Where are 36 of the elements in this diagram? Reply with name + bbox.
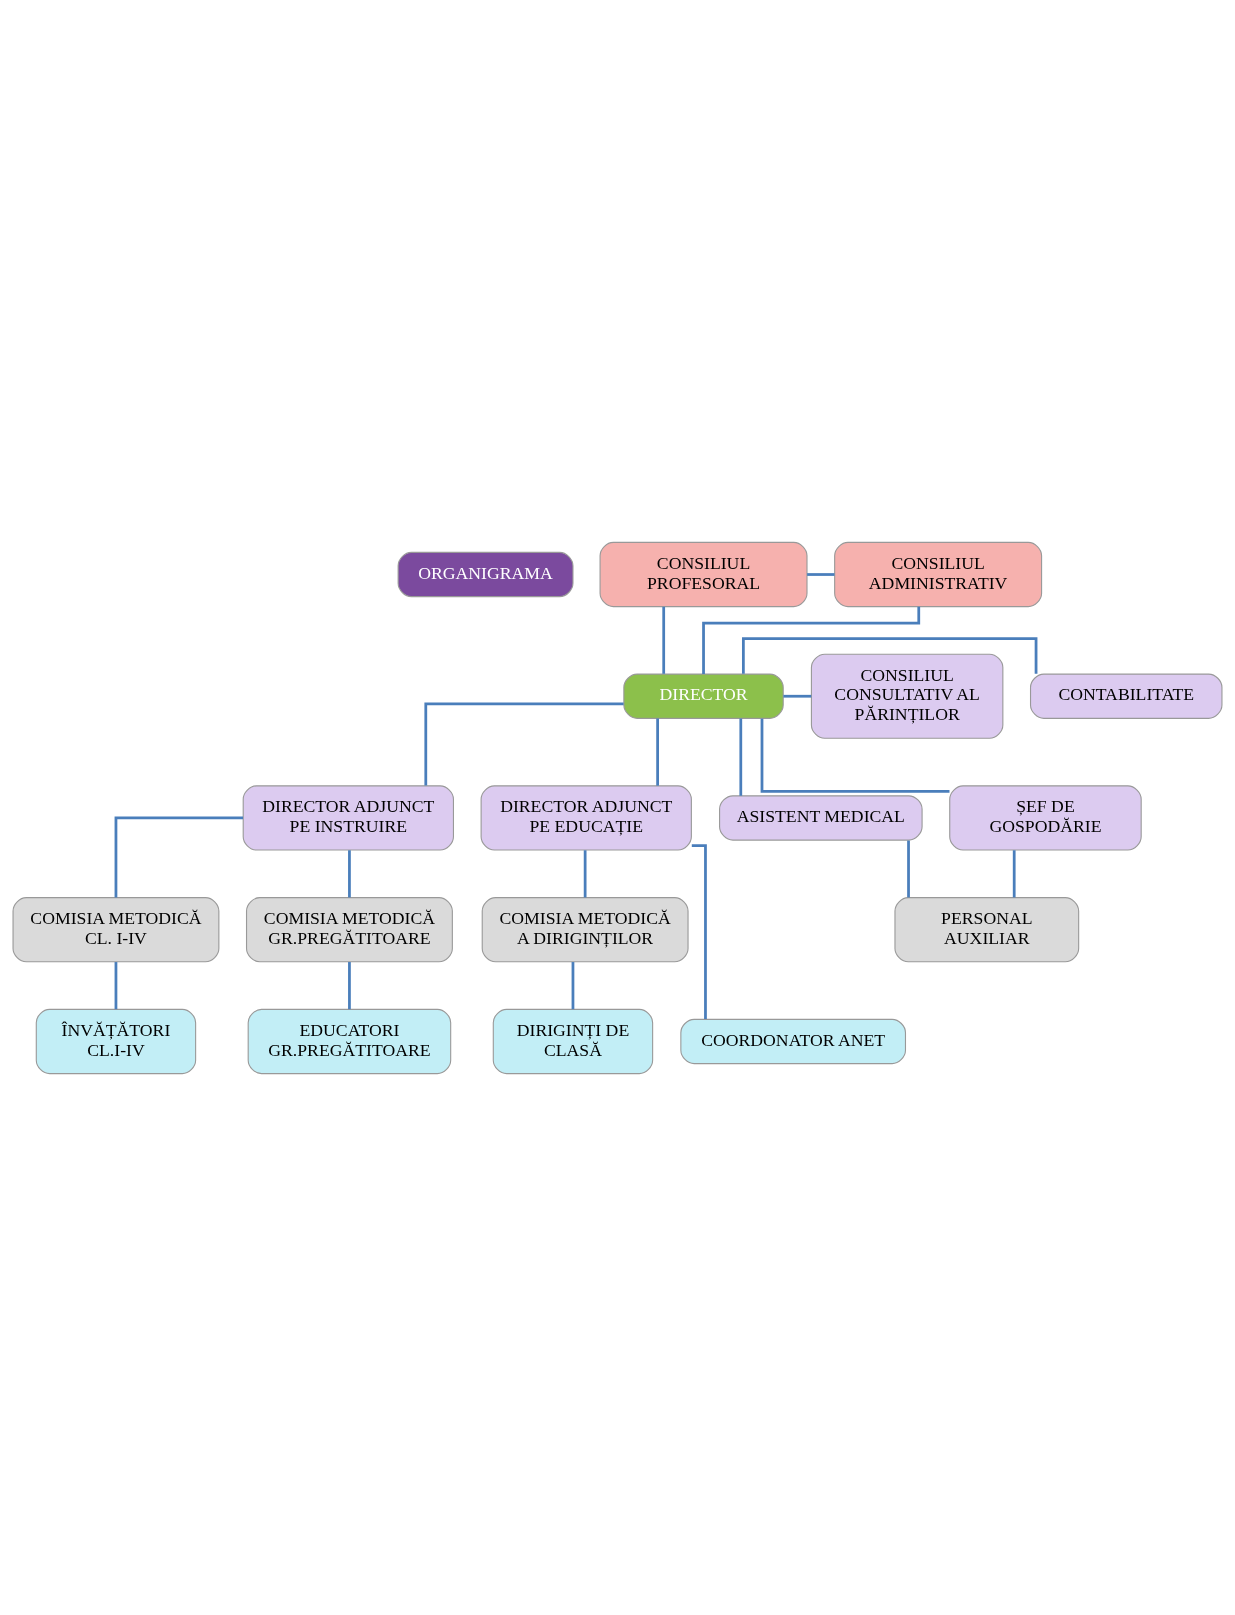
node-box: DIRIGINȚI DE CLASĂ xyxy=(492,1008,654,1074)
node-box: COMISIA METODICĂ CL. I-IV xyxy=(12,896,220,962)
node-box: COORDONATOR ANET xyxy=(680,1018,907,1064)
node-box: ȘEF DE GOSPODĂRIE xyxy=(949,784,1142,851)
node-box: ÎNVĂȚĂTORI CL.I-IV xyxy=(35,1008,197,1074)
node-box: CONSILIUL CONSULTATIV AL PĂRINȚILOR xyxy=(810,653,1004,739)
connector xyxy=(907,840,910,897)
node-box: EDUCATORI GR.PREGĂTITOARE xyxy=(247,1008,452,1074)
connector xyxy=(583,849,587,897)
connector xyxy=(702,606,921,674)
connector xyxy=(662,606,666,674)
connector xyxy=(656,718,659,786)
connector xyxy=(807,572,835,576)
connector xyxy=(742,636,1038,674)
node-box: COMISIA METODICĂ GR.PREGĂTITOARE xyxy=(245,896,453,962)
connector xyxy=(739,718,743,796)
connector xyxy=(114,816,243,897)
connector xyxy=(1012,849,1016,897)
connector xyxy=(691,843,707,1019)
connector xyxy=(348,961,351,1009)
node-box: CONTABILITATE xyxy=(1029,673,1223,719)
node-box: CONSILIUL ADMINISTRATIV xyxy=(834,541,1043,607)
node-box: PERSONAL AUXILIAR xyxy=(894,896,1080,962)
node-box: ASISTENT MEDICAL xyxy=(719,794,923,841)
node-box: ORGANIGRAMA xyxy=(397,551,574,597)
connector xyxy=(348,849,351,897)
connector xyxy=(424,702,624,786)
connector xyxy=(571,961,575,1009)
node-box: DIRECTOR xyxy=(623,673,784,719)
node-box: CONSILIUL PROFESORAL xyxy=(599,541,808,607)
connector xyxy=(783,694,812,698)
connector xyxy=(760,718,950,793)
node-box: DIRECTOR ADJUNCT PE EDUCAȚIE xyxy=(480,784,692,851)
node-box: COMISIA METODICĂ A DIRIGINȚILOR xyxy=(481,896,689,962)
node-box: DIRECTOR ADJUNCT PE INSTRUIRE xyxy=(242,784,454,851)
connector xyxy=(114,961,118,1009)
